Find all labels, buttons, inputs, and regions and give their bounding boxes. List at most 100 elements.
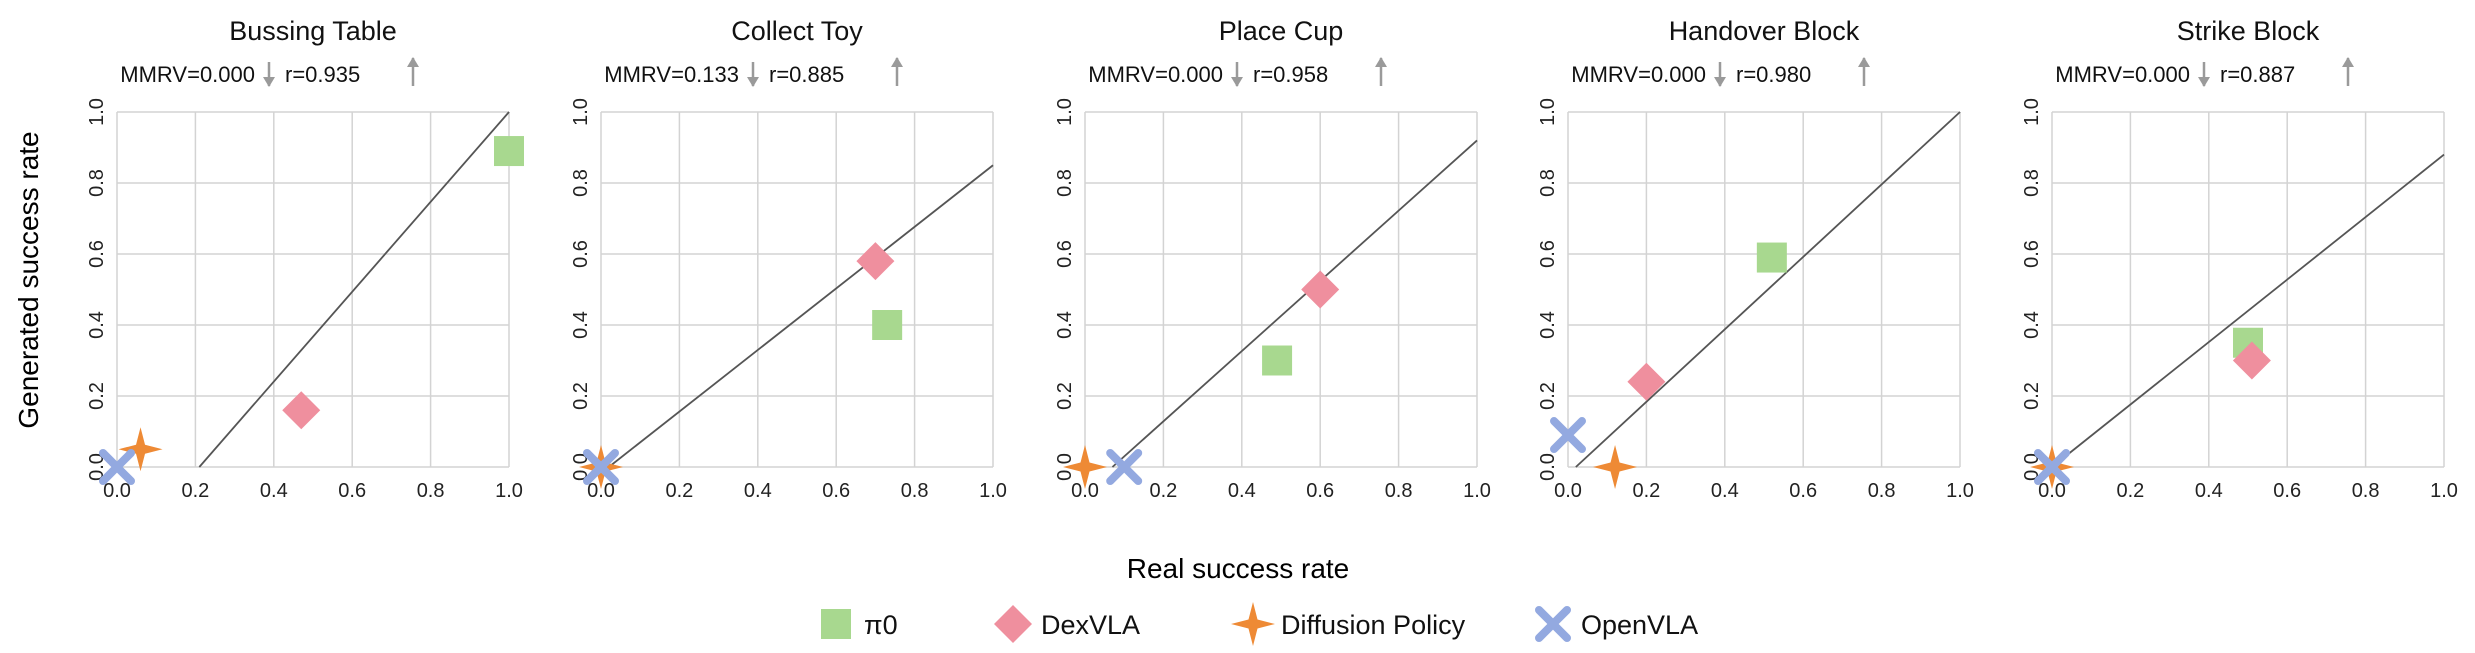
x-tick-label: 1.0	[2430, 480, 2458, 502]
legend-marker	[821, 609, 851, 639]
legend-item--0: π0	[821, 609, 898, 640]
y-tick-label: 0.0	[1537, 453, 1559, 481]
point-openvla	[1550, 417, 1586, 454]
subplot-title: Strike Block	[2177, 16, 2320, 46]
legend-label: π0	[864, 610, 898, 640]
y-tick-label: 0.2	[1054, 382, 1076, 410]
subplot-5: 0.00.20.40.60.81.00.00.20.40.60.81.0Stri…	[2021, 16, 2458, 502]
fit-line	[2051, 153, 2445, 468]
y-tick-label: 0.4	[1054, 311, 1076, 339]
r-label: r=0.958	[1253, 62, 1328, 87]
y-tick-label: 1.0	[1054, 98, 1076, 126]
legend-item-dexvla: DexVLA	[994, 605, 1140, 643]
legend-label: OpenVLA	[1581, 610, 1698, 640]
legend-label: DexVLA	[1041, 610, 1140, 640]
x-tick-label: 0.2	[665, 480, 693, 502]
x-tick-label: 1.0	[1946, 480, 1974, 502]
x-tick-label: 0.4	[744, 480, 772, 502]
y-tick-label: 1.0	[2021, 98, 2043, 126]
legend: π0 DexVLA Diffusion Policy OpenVLA	[821, 602, 1698, 646]
x-tick-label: 0.6	[1789, 480, 1817, 502]
y-tick-label: 0.6	[570, 240, 592, 268]
y-tick-label: 0.8	[570, 169, 592, 197]
x-tick-label: 0.2	[1149, 480, 1177, 502]
y-tick-label: 0.6	[1537, 240, 1559, 268]
point--0	[494, 136, 524, 167]
point--0	[872, 310, 903, 340]
gridlines	[2051, 111, 2445, 468]
gridlines	[116, 111, 510, 468]
x-tick-label: 0.6	[338, 480, 366, 502]
x-tick-label: 0.8	[901, 480, 929, 502]
point-openvla	[1106, 449, 1143, 485]
x-tick-label: 0.2	[1632, 480, 1660, 502]
r-label: r=0.980	[1736, 62, 1811, 87]
y-tick-label: 0.8	[1054, 169, 1076, 197]
subplot-title: Place Cup	[1219, 16, 1344, 46]
up-arrow-icon	[2342, 57, 2354, 86]
y-axis-label: Generated success rate	[13, 131, 44, 428]
y-tick-label: 0.2	[570, 382, 592, 410]
y-tick-label: 1.0	[1537, 98, 1559, 126]
legend-marker	[994, 605, 1032, 643]
down-arrow-icon	[1231, 62, 1243, 87]
legend-item-openvla: OpenVLA	[1535, 606, 1698, 642]
subplot-2: 0.00.20.40.60.81.00.00.20.40.60.81.0Coll…	[570, 16, 1007, 502]
legend-label: Diffusion Policy	[1281, 610, 1466, 640]
r-label: r=0.935	[285, 62, 360, 87]
mmrv-label: MMRV=0.000	[2055, 62, 2190, 87]
x-tick-label: 0.0	[1071, 480, 1099, 502]
mmrv-label: MMRV=0.000	[1088, 62, 1223, 87]
down-arrow-icon	[2198, 62, 2210, 87]
legend-item-diffusion-policy: Diffusion Policy	[1231, 602, 1466, 646]
up-arrow-icon	[891, 57, 903, 86]
x-tick-label: 0.4	[1711, 480, 1739, 502]
x-tick-label: 0.0	[103, 480, 131, 502]
point--0	[1262, 345, 1293, 376]
point-dexvla	[856, 242, 895, 281]
down-arrow-icon	[747, 62, 759, 87]
fit-line	[1575, 111, 1961, 468]
x-tick-label: 0.4	[260, 480, 288, 502]
point-openvla	[2034, 449, 2070, 485]
x-tick-label: 1.0	[495, 480, 523, 502]
x-tick-label: 0.2	[181, 480, 209, 502]
gridlines	[1567, 111, 1961, 468]
x-tick-label: 0.8	[1385, 480, 1413, 502]
gridlines	[600, 111, 994, 468]
point-dexvla	[282, 391, 321, 430]
r-label: r=0.887	[2220, 62, 2295, 87]
down-arrow-icon	[1714, 62, 1726, 87]
mmrv-label: MMRV=0.133	[604, 62, 739, 87]
x-axis-label: Real success rate	[1127, 553, 1350, 584]
y-tick-label: 0.6	[1054, 240, 1076, 268]
legend-marker	[1535, 606, 1571, 642]
y-tick-label: 0.8	[1537, 169, 1559, 197]
point-openvla	[583, 449, 619, 485]
x-tick-label: 0.6	[822, 480, 850, 502]
point--0	[1756, 242, 1787, 273]
y-tick-label: 0.4	[570, 311, 592, 339]
x-tick-label: 0.8	[2352, 480, 2380, 502]
x-tick-label: 0.0	[2038, 480, 2066, 502]
point-diffusion-policy	[1063, 445, 1107, 489]
up-arrow-icon	[407, 57, 419, 86]
x-tick-label: 0.6	[2273, 480, 2301, 502]
y-tick-label: 0.6	[86, 240, 108, 268]
point-dexvla	[1627, 362, 1666, 401]
y-tick-label: 0.0	[86, 453, 108, 481]
subplot-title: Collect Toy	[731, 16, 863, 46]
y-tick-label: 0.4	[86, 311, 108, 339]
gridlines	[1084, 111, 1478, 468]
mmrv-label: MMRV=0.000	[120, 62, 255, 87]
x-tick-label: 0.4	[2195, 480, 2223, 502]
fit-line	[608, 164, 994, 468]
x-tick-label: 0.6	[1306, 480, 1334, 502]
y-tick-label: 0.4	[2021, 311, 2043, 339]
x-tick-label: 0.0	[1554, 480, 1582, 502]
point-diffusion-policy	[118, 427, 163, 472]
y-tick-label: 0.4	[1537, 311, 1559, 339]
point-diffusion-policy	[1593, 445, 1638, 489]
